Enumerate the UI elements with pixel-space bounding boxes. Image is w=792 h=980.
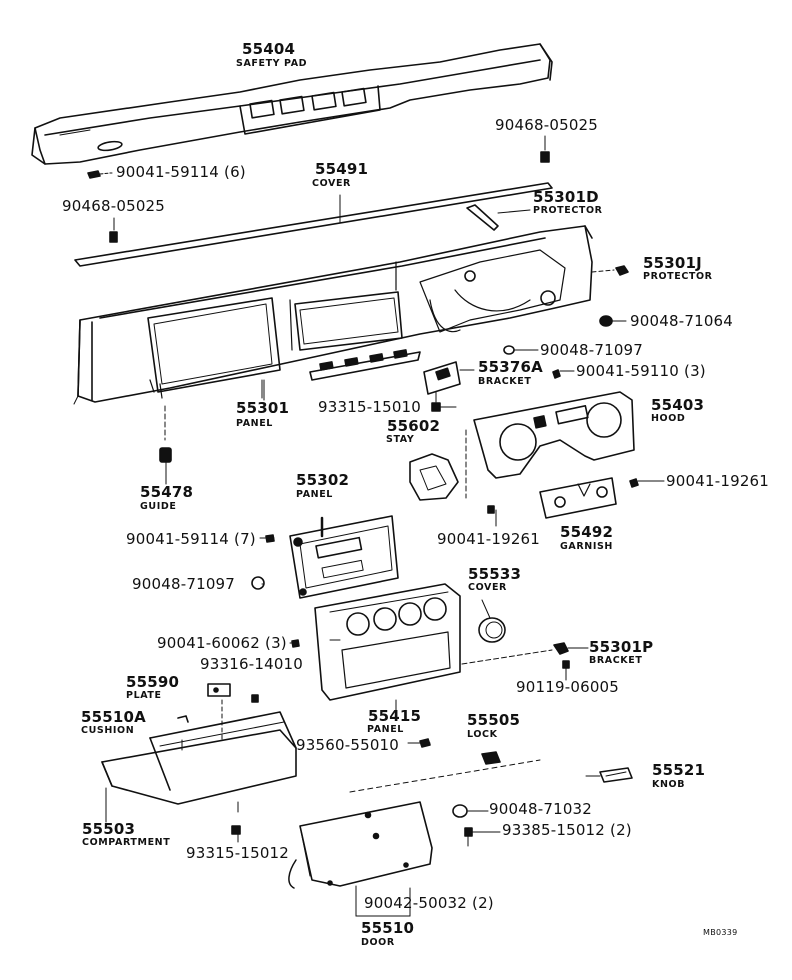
label-55602-number: 55602 xyxy=(387,417,441,435)
knob-55521-part xyxy=(599,767,633,783)
label-55403-name: HOOD xyxy=(651,413,686,424)
label-55376a-number: 55376A xyxy=(478,358,543,376)
label-55301d-number: 55301D xyxy=(533,188,599,206)
label-90041-19261-right: 90041-19261 xyxy=(666,472,770,490)
clip-90468-top-part xyxy=(540,135,550,163)
label-90048-71032: 90048-71032 xyxy=(489,800,593,818)
stay-55602-part xyxy=(409,429,467,501)
label-55491-name: COVER xyxy=(312,178,351,189)
label-55505-name: LOCK xyxy=(467,729,498,740)
compartment-55503-part xyxy=(101,699,297,813)
bolt-93315-15012-part xyxy=(231,825,241,835)
label-90048-71097-left: 90048-71097 xyxy=(132,575,236,593)
label-55302-name: PANEL xyxy=(296,489,333,500)
label-55301p-number: 55301P xyxy=(589,638,654,656)
label-55533-name: COVER xyxy=(468,582,507,593)
label-55301j-name: PROTECTOR xyxy=(643,271,713,282)
hood-55403-part xyxy=(473,391,635,479)
label-55301-number: 55301 xyxy=(236,399,290,417)
label-90041-59114-6: 90041-59114 (6) xyxy=(116,163,246,181)
main-panel-part xyxy=(73,225,593,441)
label-90048-71064: 90048-71064 xyxy=(630,312,734,330)
label-55492-name: GARNISH xyxy=(560,541,613,552)
bolt-90119-06005-part xyxy=(562,660,570,669)
guide-55478-part xyxy=(159,447,172,463)
cover-55533-part xyxy=(478,599,506,643)
label-55590-name: PLATE xyxy=(126,690,162,701)
screw-93316-14010-part xyxy=(251,694,259,703)
label-90041-59114-7: 90041-59114 (7) xyxy=(126,530,256,548)
garnish-55492-part xyxy=(539,477,617,519)
label-55302-number: 55302 xyxy=(296,471,350,489)
panel-55302-part xyxy=(289,515,399,599)
screw-90041-19261-center-part xyxy=(487,505,495,514)
label-93315-15012: 93315-15012 xyxy=(186,844,290,862)
label-90041-60062-3: 90041-60062 (3) xyxy=(157,634,287,652)
label-55403-number: 55403 xyxy=(651,396,705,414)
label-55510a-name: CUSHION xyxy=(81,725,135,736)
lock-55505-part xyxy=(481,751,501,765)
label-55503-number: 55503 xyxy=(82,820,136,838)
label-55521-name: KNOB xyxy=(652,779,686,790)
label-55478-name: GUIDE xyxy=(140,501,177,512)
label-90468-05025-left: 90468-05025 xyxy=(62,197,166,215)
label-90119-06005: 90119-06005 xyxy=(516,678,620,696)
label-90468-05025-top: 90468-05025 xyxy=(495,116,599,134)
label-90048-71097-top: 90048-71097 xyxy=(540,341,644,359)
door-55510-part xyxy=(288,759,541,889)
grommet-90048-71097-left-part xyxy=(251,576,265,590)
label-90041-19261-center: 90041-19261 xyxy=(437,530,541,548)
label-93315-15010: 93315-15010 xyxy=(318,398,422,416)
panel-55415-part xyxy=(314,583,461,701)
label-55415-number: 55415 xyxy=(368,707,422,725)
leader-lines xyxy=(105,172,665,917)
plate-55590-part xyxy=(207,683,231,697)
label-55415-name: PANEL xyxy=(367,724,404,735)
label-55491-number: 55491 xyxy=(315,160,369,178)
label-55510-number: 55510 xyxy=(361,919,415,937)
label-93560-55010: 93560-55010 xyxy=(296,736,400,754)
label-55590-number: 55590 xyxy=(126,673,180,691)
label-93385-15012-2: 93385-15012 (2) xyxy=(502,821,632,839)
bolt-93315-15010-part xyxy=(431,391,441,412)
label-55478-number: 55478 xyxy=(140,483,194,501)
label-90042-50032-2: 90042-50032 (2) xyxy=(364,894,494,912)
clip-90468-left-part xyxy=(109,217,118,243)
label-55404-number: 55404 xyxy=(242,40,296,58)
label-55301-name: PANEL xyxy=(236,418,273,429)
label-55492-number: 55492 xyxy=(560,523,614,541)
label-55404-name: SAFETY PAD xyxy=(236,58,308,69)
screw-90041-59114-part xyxy=(87,170,111,179)
cushion-55510a-part xyxy=(177,715,189,723)
label-55510a-number: 55510A xyxy=(81,708,146,726)
label-55503-name: COMPARTMENT xyxy=(82,837,171,848)
label-55510-name: DOOR xyxy=(361,937,395,948)
protector-55301j-part xyxy=(591,265,629,276)
bracket-55376a-part xyxy=(423,361,475,395)
cover-strip-part xyxy=(74,182,553,267)
screw-90041-19261-right-part xyxy=(629,478,639,488)
bolt-93385-15012-part xyxy=(464,827,473,847)
label-55301d-name: PROTECTOR xyxy=(533,205,603,216)
label-55505-number: 55505 xyxy=(467,711,521,729)
label-55602-name: STAY xyxy=(386,434,415,445)
protector-55301d-part xyxy=(466,204,531,231)
label-55301j-number: 55301J xyxy=(643,254,702,272)
grommet-90048-71097-part xyxy=(503,345,515,355)
bracket-55301p-part xyxy=(461,642,569,665)
safety-pad-part xyxy=(31,43,553,165)
diagram-reference-code: MB0339 xyxy=(703,928,738,937)
label-55376a-name: BRACKET xyxy=(478,376,532,387)
label-55533-number: 55533 xyxy=(468,565,522,583)
label-93316-14010: 93316-14010 xyxy=(200,655,304,673)
grommet-90048-71032-part xyxy=(452,804,468,818)
label-55301p-name: BRACKET xyxy=(589,655,643,666)
screw-90041-59110-part xyxy=(552,369,561,379)
label-90041-59110-3: 90041-59110 (3) xyxy=(576,362,706,380)
label-55521-number: 55521 xyxy=(652,761,706,779)
